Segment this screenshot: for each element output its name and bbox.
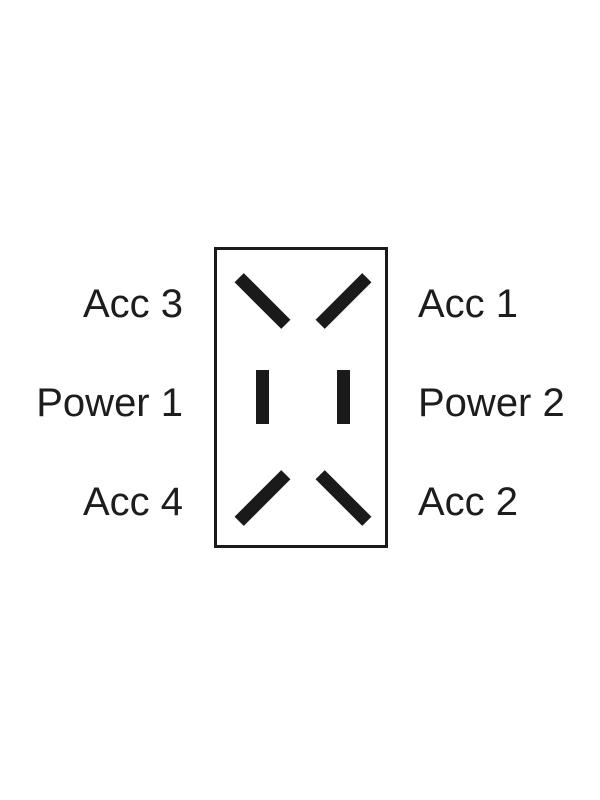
diagonal-backslash-icon-acc4 [234,470,291,526]
vertical-bar-icon-power2 [337,370,350,424]
terminal-label-power1: Power 1 [36,381,183,425]
terminal-label-acc4: Acc 4 [82,480,183,524]
terminal-label-acc2: Acc 2 [418,480,519,524]
terminal-label-acc3: Acc 3 [82,282,183,326]
diagonal-slash-icon-acc3 [234,273,291,329]
terminal-label-acc1: Acc 1 [418,282,519,326]
switch-body-outline [214,247,388,548]
diagonal-backslash-icon-acc1 [315,273,372,329]
diagonal-slash-icon-acc2 [315,470,372,526]
terminal-label-power2: Power 2 [418,381,565,425]
vertical-bar-icon-power1 [256,370,269,424]
